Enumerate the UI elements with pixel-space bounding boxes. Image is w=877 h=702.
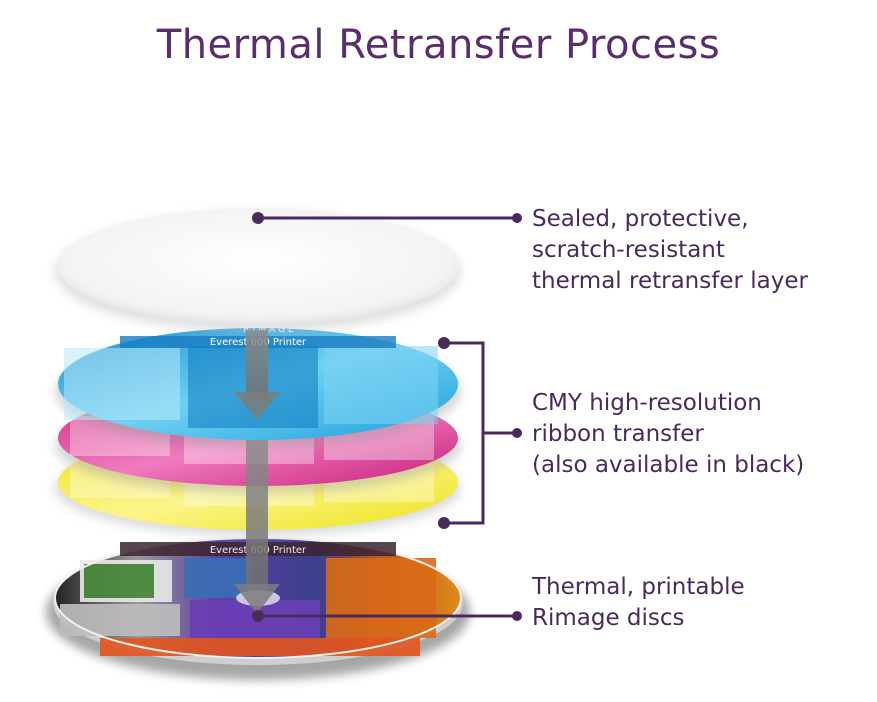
down-arrow-icon	[234, 440, 280, 614]
label-line: CMY high-resolution	[532, 390, 762, 416]
label-line: Sealed, protective,	[532, 206, 749, 232]
label-line: (also available in black)	[532, 452, 805, 478]
label-line: Thermal, printable	[532, 574, 745, 600]
connector-top	[252, 212, 522, 224]
bracket-dots	[438, 337, 522, 529]
label-printable-disc: Thermal, printable Rimage discs	[532, 572, 745, 634]
down-arrow-icon	[234, 330, 280, 420]
connector-bracket	[444, 341, 517, 525]
label-line: ribbon transfer	[532, 421, 704, 447]
label-line: thermal retransfer layer	[532, 268, 808, 294]
label-line: Rimage discs	[532, 605, 685, 631]
label-protective-layer: Sealed, protective, scratch-resistant th…	[532, 204, 808, 297]
protective-layer	[55, 208, 461, 332]
diagram-title: Thermal Retransfer Process	[156, 22, 721, 68]
connector-disc	[252, 610, 522, 622]
label-line: scratch-resistant	[532, 237, 725, 263]
label-ribbon-transfer: CMY high-resolution ribbon transfer (als…	[532, 388, 804, 481]
